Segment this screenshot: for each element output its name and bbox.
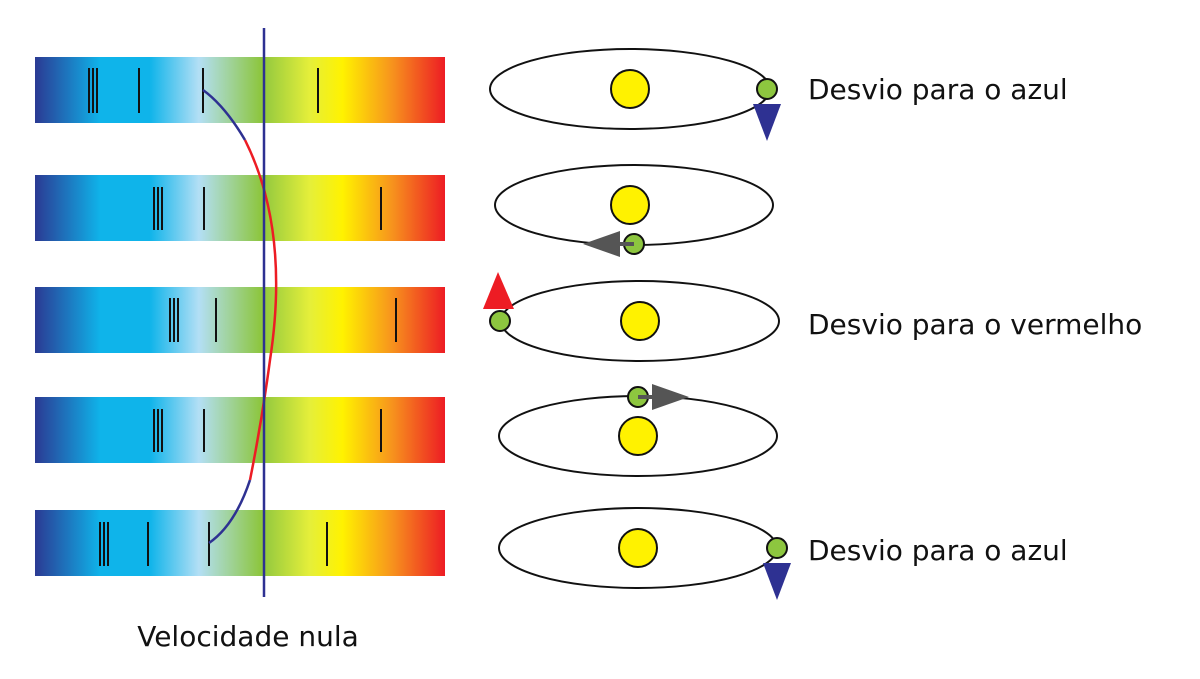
planet xyxy=(756,78,778,100)
orbit-row-5 xyxy=(498,507,791,600)
orbit-row-1 xyxy=(489,48,781,141)
zero-velocity-label: Velocidade nula xyxy=(137,620,359,653)
orbit-row-4 xyxy=(498,384,778,477)
orbit-row-2 xyxy=(494,164,774,257)
shift-label-row-3: Desvio para o vermelho xyxy=(808,308,1142,341)
shift-curve-blue-bottom xyxy=(208,479,252,545)
arrow-down-icon xyxy=(753,104,781,141)
spectrum-bar-4 xyxy=(35,397,445,463)
orbit-row-3 xyxy=(483,272,780,362)
shift-label-row-1: Desvio para o azul xyxy=(808,73,1068,106)
spectrum-bar-1 xyxy=(35,57,445,123)
arrow-down-icon xyxy=(763,563,791,600)
absorption-lines-5 xyxy=(99,522,328,566)
absorption-lines-4 xyxy=(153,409,382,452)
star xyxy=(620,301,660,341)
spectrum-bar-2 xyxy=(35,175,445,241)
shift-label-row-5: Desvio para o azul xyxy=(808,534,1068,567)
shift-curve-blue-top xyxy=(202,88,247,141)
arrow-up-icon xyxy=(483,272,514,309)
star xyxy=(618,528,658,568)
star xyxy=(610,69,650,109)
absorption-lines-2 xyxy=(153,187,382,230)
absorption-lines-1 xyxy=(88,68,319,113)
star xyxy=(610,185,650,225)
spectrum-bar-3 xyxy=(35,287,445,353)
arrow-left-icon xyxy=(583,231,620,257)
spectrum-bar-5 xyxy=(35,510,445,576)
absorption-lines-3 xyxy=(169,298,397,342)
planet xyxy=(766,537,788,559)
arrow-right-icon xyxy=(652,384,689,410)
planet xyxy=(489,310,511,332)
star xyxy=(618,416,658,456)
